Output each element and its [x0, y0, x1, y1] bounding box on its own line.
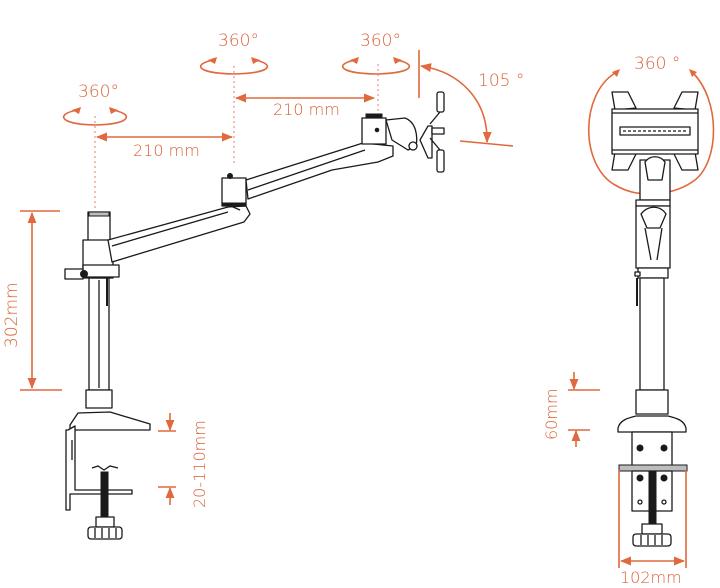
pole: [85, 211, 113, 409]
front-view: 360 °: [542, 54, 715, 587]
lower-arm-length-label: 210 mm: [133, 141, 200, 160]
tilt-angle-annotation: 105 °: [418, 50, 524, 147]
lower-arm-dimension: 210 mm: [95, 132, 234, 160]
vesa-plate: [611, 91, 699, 171]
head-rotation-label: 360°: [360, 31, 401, 51]
clamp-width-label: 102mm: [620, 568, 682, 587]
upper-arm-length-label: 210 mm: [273, 100, 340, 119]
base-height-dimension: 60mm: [542, 372, 600, 447]
pole-height-dimension: 302mm: [2, 210, 62, 391]
tilt-angle-label: 105 °: [478, 71, 524, 91]
rotation-arrow-icon: [341, 59, 411, 75]
elbow-joint: [221, 173, 247, 207]
lower-arm: [107, 203, 251, 263]
elbow-rotation-label: 360°: [218, 31, 259, 51]
side-view: 360° 360° 360° 210 mm: [2, 31, 524, 540]
vesa-rotation-label: 360 °: [634, 54, 680, 74]
desk-clamp-side: [65, 411, 151, 540]
base-height-label: 60mm: [542, 388, 561, 440]
desk-thickness-label: 20-110mm: [190, 420, 209, 508]
clamp-width-dimension: 102mm: [618, 470, 687, 587]
pole-height-label: 302mm: [2, 282, 22, 348]
front-arm-stack: [634, 156, 671, 415]
pole-rotation-annotation: 360°: [62, 82, 128, 210]
pole-rotation-label: 360°: [78, 82, 119, 102]
head-rotation-annotation: 360°: [341, 31, 411, 112]
tilt-head: [361, 91, 445, 173]
desk-clamp-front: [617, 415, 688, 547]
rotation-arrow-icon: [62, 109, 128, 126]
elbow-rotation-annotation: 360°: [199, 31, 269, 165]
desk-thickness-dimension: 20-110mm: [158, 413, 209, 508]
rotation-arrow-icon: [199, 59, 269, 75]
upper-arm: [245, 142, 394, 200]
upper-arm-dimension: 210 mm: [234, 93, 376, 119]
height-collar: [64, 239, 120, 306]
